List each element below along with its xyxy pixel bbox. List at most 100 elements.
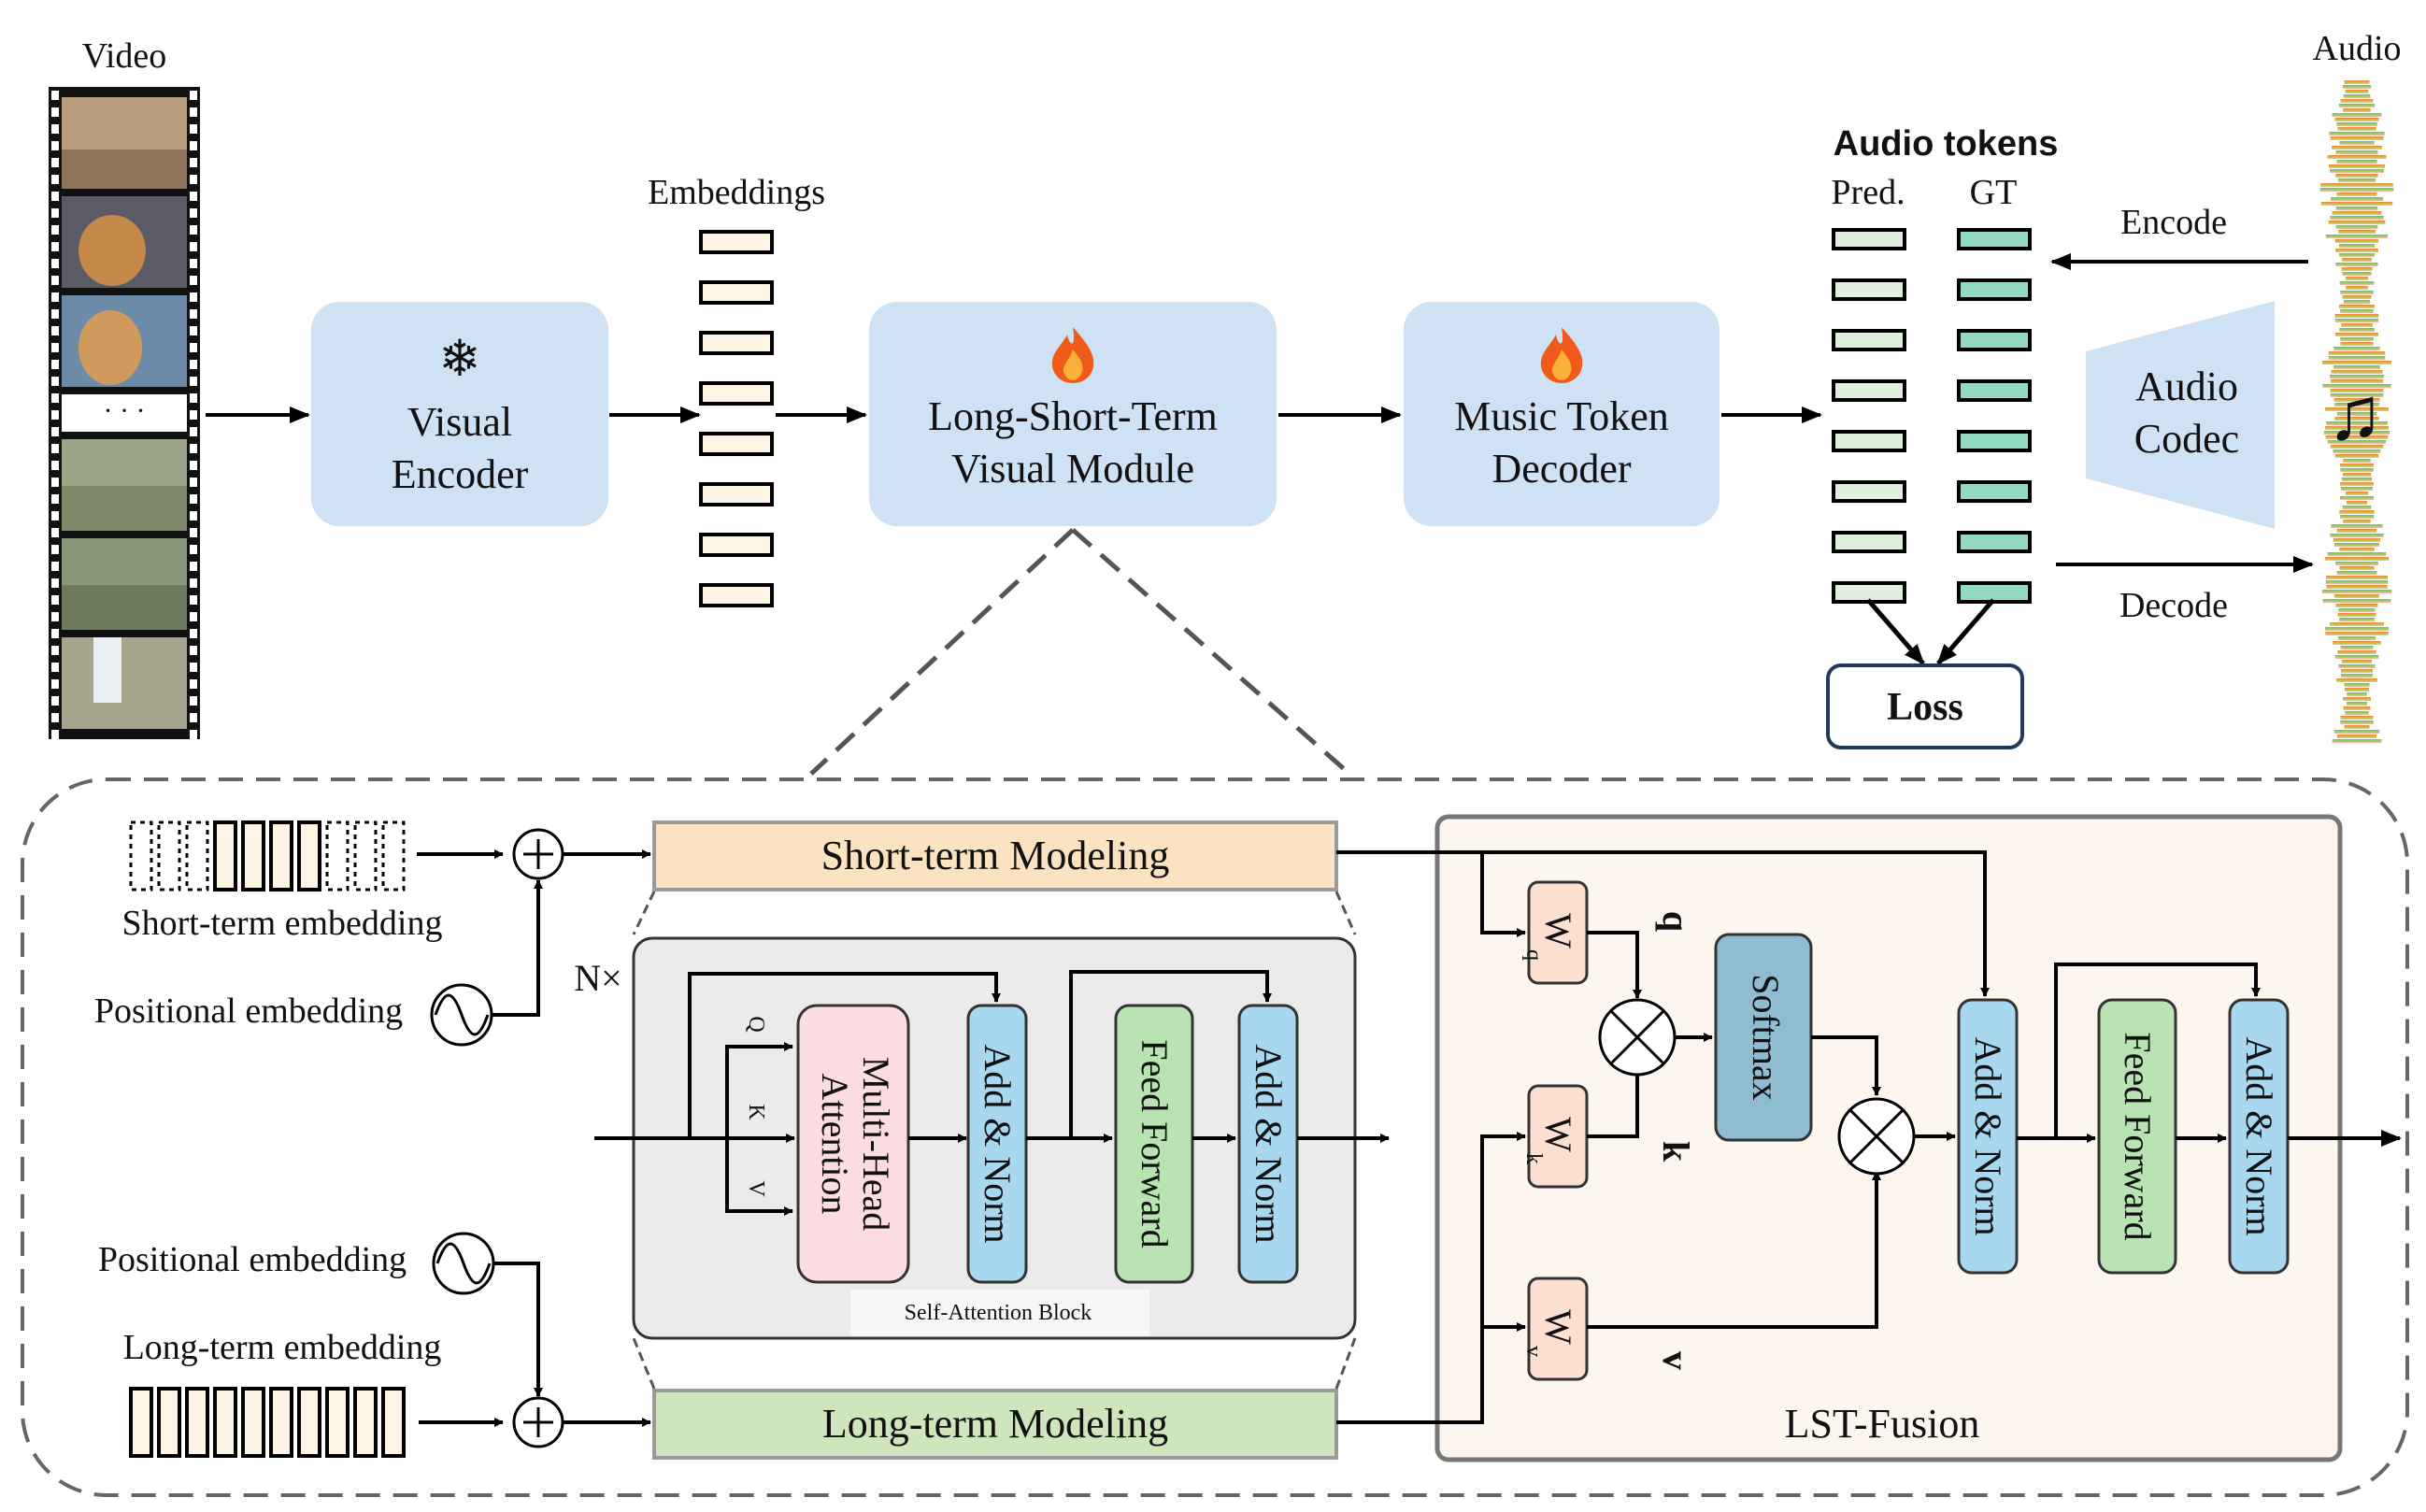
waveform-bar	[2328, 351, 2386, 355]
waveform-bar	[2325, 407, 2389, 411]
waveform-bar	[2340, 309, 2374, 313]
sprocket-hole	[51, 242, 59, 251]
fusion-feed-forward-label: Feed Forward	[2117, 1032, 2159, 1240]
wq-label: W	[1537, 913, 1579, 949]
waveform-bar	[2337, 127, 2376, 131]
waveform-bar	[2324, 557, 2390, 561]
lst-module-line2: Visual Module	[951, 446, 1194, 492]
waveform-bar	[2330, 169, 2384, 173]
positional-embedding-bottom-label: Positional embedding	[98, 1240, 407, 1279]
waveform-bar	[2336, 122, 2377, 126]
wk-label: W	[1537, 1117, 1579, 1152]
waveform-bar	[2338, 230, 2376, 234]
loss-label: Loss	[1887, 686, 1963, 729]
sprocket-hole	[51, 208, 59, 218]
gt-audio-token	[1957, 228, 2032, 250]
pred-audio-token	[1832, 379, 1906, 402]
waveform-bar	[2339, 515, 2375, 519]
wq-subscript: q	[1521, 949, 1546, 961]
long-term-token	[325, 1387, 350, 1458]
sprocket-hole	[190, 612, 197, 621]
mha-line1: Multi-Head	[855, 1057, 897, 1232]
waveform-bar	[2336, 678, 2377, 682]
waveform-bar	[2345, 277, 2369, 280]
waveform-bar	[2333, 641, 2381, 645]
waveform-bar	[2335, 207, 2378, 210]
sprocket-hole	[190, 511, 197, 521]
waveform-bar	[2335, 174, 2378, 178]
sprocket-hole	[190, 629, 197, 638]
waveform-bar	[2334, 239, 2379, 243]
pred-audio-token	[1832, 329, 1906, 351]
flame-icon	[1540, 327, 1583, 383]
waveform-bar	[2324, 627, 2390, 631]
waveform-bar	[2336, 529, 2377, 533]
sprocket-hole	[190, 444, 197, 453]
music-token-decoder-box: Music Token Decoder	[1404, 302, 1720, 526]
waveform-bar	[2323, 431, 2390, 435]
self-attention-block: Self-Attention Block Q K V Multi-Head At…	[594, 936, 1390, 1340]
sprocket-hole	[51, 595, 59, 605]
sprocket-hole	[51, 259, 59, 268]
waveform-bar	[2339, 548, 2375, 551]
waveform-bar	[2343, 300, 2371, 304]
sprocket-hole	[51, 124, 59, 134]
decoder-line2: Decoder	[1491, 446, 1631, 492]
softmax-label: Softmax	[1745, 974, 1787, 1101]
visual-encoder-box: ❄ Visual Encoder	[311, 302, 608, 526]
plus-circle-icon	[512, 828, 564, 880]
waveform-bar	[2326, 576, 2388, 579]
sprocket-hole	[51, 612, 59, 621]
multiply-circle-icon	[1837, 1097, 1916, 1176]
sprocket-hole	[190, 663, 197, 672]
pred-label: Pred.	[1831, 173, 1905, 212]
sprocket-hole	[190, 292, 197, 302]
sprocket-hole	[51, 141, 59, 150]
waveform-bar	[2334, 118, 2379, 121]
sprocket-hole	[190, 696, 197, 706]
waveform-bar	[2333, 347, 2380, 350]
flame-icon	[1051, 327, 1094, 383]
gt-audio-token	[1957, 329, 2032, 351]
waveform-bar	[2338, 104, 2376, 107]
short-term-token-masked	[157, 820, 181, 892]
video-label: Video	[82, 36, 167, 76]
gt-label: GT	[1970, 173, 2018, 212]
sprocket-hole	[51, 377, 59, 386]
waveform-bar	[2320, 202, 2393, 206]
sprocket-hole	[190, 360, 197, 369]
sprocket-hole	[190, 208, 197, 218]
waveform-bar	[2330, 136, 2384, 140]
waveform-bar	[2335, 249, 2378, 252]
short-term-embedding-tokens	[129, 820, 406, 892]
sprocket-hole	[51, 730, 59, 739]
sine-wave-icon	[432, 1232, 495, 1295]
waveform-bar	[2333, 365, 2380, 369]
sprocket-hole	[190, 343, 197, 352]
waveform-bar	[2322, 599, 2391, 603]
sprocket-hole	[190, 175, 197, 184]
gt-audio-token	[1957, 581, 2032, 604]
sprocket-hole	[51, 461, 59, 470]
short-term-token	[297, 820, 321, 892]
short-term-token-masked	[325, 820, 350, 892]
waveform-bar	[2335, 562, 2378, 565]
lst-visual-module-box: Long-Short-Term Visual Module	[869, 302, 1277, 526]
waveform-bar	[2334, 403, 2379, 407]
waveform-bar	[2338, 244, 2376, 248]
v-label: V	[744, 1180, 768, 1197]
waveform-bar	[2340, 716, 2374, 720]
wv-label: W	[1537, 1309, 1579, 1345]
sprocket-hole	[190, 242, 197, 251]
waveform-bar	[2331, 370, 2383, 374]
embedding-token	[699, 432, 774, 456]
sprocket-hole	[51, 292, 59, 302]
add-norm-1-label: Add & Norm	[977, 1044, 1019, 1243]
sprocket-hole	[190, 107, 197, 117]
waveform-bar	[2333, 398, 2380, 402]
waveform-bar	[2342, 258, 2372, 262]
waveform-bar	[2327, 440, 2387, 444]
video-frame-6	[62, 637, 187, 729]
decoder-line1: Music Token	[1454, 393, 1669, 439]
waveform-bar	[2336, 571, 2377, 575]
